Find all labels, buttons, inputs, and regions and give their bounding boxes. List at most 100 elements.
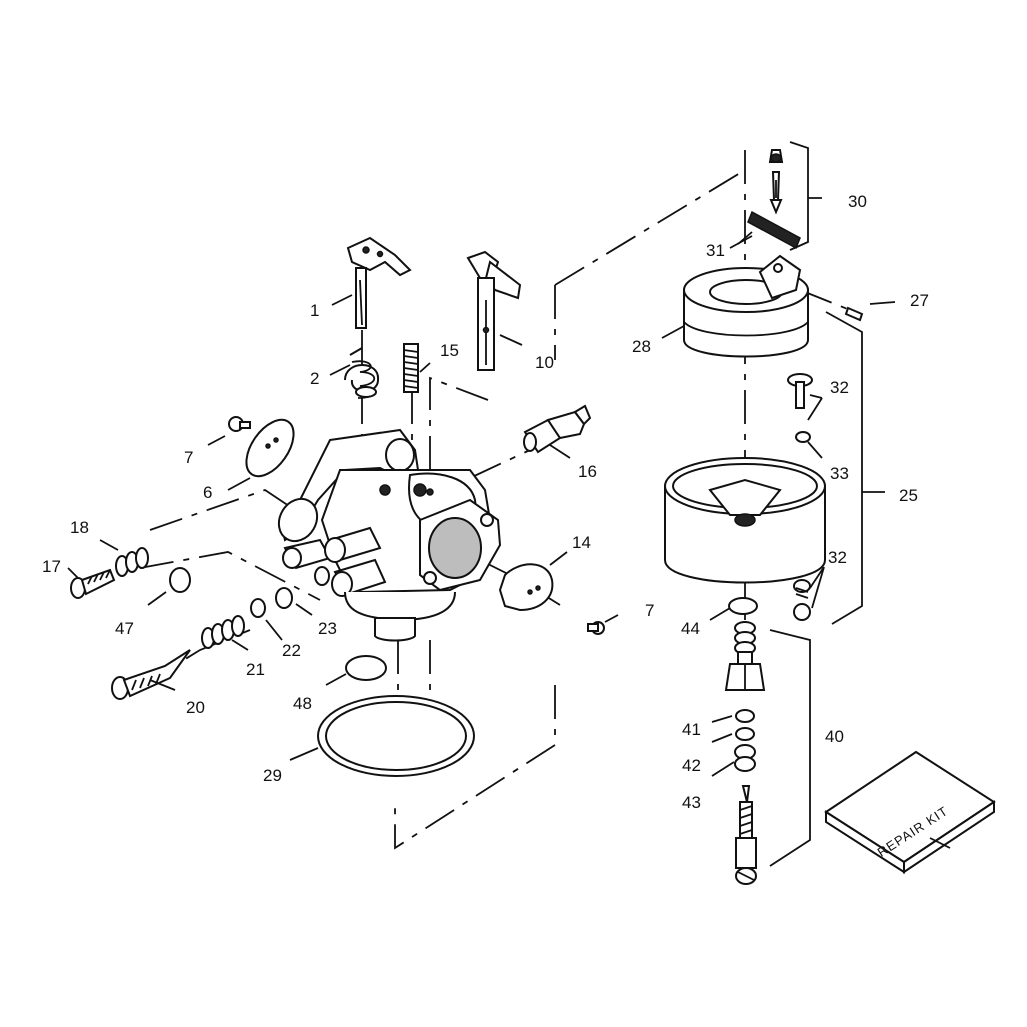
bowl-gasket [317, 695, 475, 777]
idle-speed-screw [70, 568, 116, 599]
leader-6 [227, 477, 251, 491]
jet-oring [734, 744, 756, 772]
jet-washer-2 [735, 727, 755, 741]
leader-27 [869, 301, 896, 305]
leader-29 [289, 747, 319, 761]
leader-7b [604, 614, 619, 623]
leader-23 [295, 603, 313, 616]
throttle-return-spring [344, 347, 380, 399]
leader-41 [711, 715, 733, 723]
bowl-plug [345, 655, 387, 681]
callout-44: 44 [681, 619, 700, 638]
leader-14 [549, 551, 568, 566]
choke-shaft [466, 250, 522, 371]
bowl-nut-gasket [728, 597, 758, 615]
throttle-shaft-lever [346, 236, 412, 329]
leader-21 [231, 639, 249, 651]
centerline-idle-screw [139, 551, 321, 601]
leader-16 [549, 444, 571, 459]
callout-10: 10 [535, 353, 554, 372]
callout-27: 27 [910, 291, 929, 310]
callout-20: 20 [186, 698, 205, 717]
bowl-washer [795, 431, 811, 443]
callout-32-top: 32 [830, 378, 849, 397]
callout-32-bottom: 32 [828, 548, 847, 567]
needle-oring-2 [314, 566, 330, 586]
callout-17: 17 [42, 557, 61, 576]
bracket-25 [825, 311, 885, 625]
callout-18: 18 [70, 518, 89, 537]
callout-23: 23 [318, 619, 337, 638]
float [683, 254, 809, 358]
leader-15 [419, 362, 431, 373]
assembly-bracket-top [554, 169, 746, 360]
leader-32b [809, 566, 825, 609]
float-hinge-pin [844, 306, 864, 322]
callout-30: 30 [848, 192, 867, 211]
needle-oring [275, 587, 293, 609]
assembly-bracket-bottom [394, 685, 556, 850]
callout-42: 42 [682, 756, 701, 775]
callout-7-right: 7 [645, 601, 654, 620]
callout-14: 14 [572, 533, 591, 552]
leader-10 [499, 334, 523, 346]
callout-31: 31 [706, 241, 725, 260]
needle-spring [201, 615, 245, 649]
centerline-mixture [149, 489, 311, 531]
bowl-nut [724, 651, 766, 691]
bowl-nut-spring [734, 621, 756, 655]
callout-2: 2 [310, 369, 319, 388]
leader-32a [807, 394, 823, 421]
callout-22: 22 [282, 641, 301, 660]
leader-18 [99, 539, 119, 551]
leader-48 [325, 673, 347, 686]
throttle-plate-screw [228, 416, 251, 432]
idle-screw-spring [115, 547, 149, 577]
repair-kit-box: REPAIR KIT [824, 750, 996, 874]
callout-48: 48 [293, 694, 312, 713]
main-mixture-needle [111, 649, 191, 700]
callout-7-left: 7 [184, 448, 193, 467]
bracket-40 [769, 629, 811, 867]
leader-1 [331, 294, 353, 306]
centerline-fitting [469, 449, 531, 479]
choke-plate [498, 563, 554, 612]
bowl-drain-parts [793, 579, 811, 621]
callout-43: 43 [682, 793, 701, 812]
leader-42 [711, 733, 733, 743]
fuel-inlet-fitting [523, 404, 592, 454]
bowl-vent-screw [787, 373, 813, 409]
callout-15: 15 [440, 341, 459, 360]
jet-washer [735, 709, 755, 723]
callout-21: 21 [246, 660, 265, 679]
leader-2 [329, 364, 351, 376]
callout-1: 1 [310, 301, 319, 320]
callout-16: 16 [578, 462, 597, 481]
float-bowl [664, 457, 826, 584]
leader-kit [929, 837, 951, 849]
callout-47: 47 [115, 619, 134, 638]
callout-33: 33 [830, 464, 849, 483]
callout-40: 40 [825, 727, 844, 746]
centerline-choke [429, 376, 489, 480]
callout-29: 29 [263, 766, 282, 785]
leader-20 [149, 679, 176, 691]
leader-33 [807, 441, 823, 459]
callout-25: 25 [899, 486, 918, 505]
callout-28: 28 [632, 337, 651, 356]
leader-31 [737, 231, 753, 245]
welch-plug [169, 567, 191, 593]
carburetor-body [277, 428, 502, 642]
idle-spring [403, 343, 419, 393]
leader-22 [265, 619, 283, 641]
callout-6: 6 [203, 483, 212, 502]
inlet-needle-valve [768, 149, 784, 215]
leader-47 [147, 591, 167, 606]
throttle-plate [245, 418, 295, 478]
needle-washer [250, 598, 266, 618]
choke-plate-screw [587, 621, 605, 635]
leader-17 [67, 567, 79, 579]
main-jet-screw [735, 785, 757, 885]
leader-43 [711, 761, 735, 777]
